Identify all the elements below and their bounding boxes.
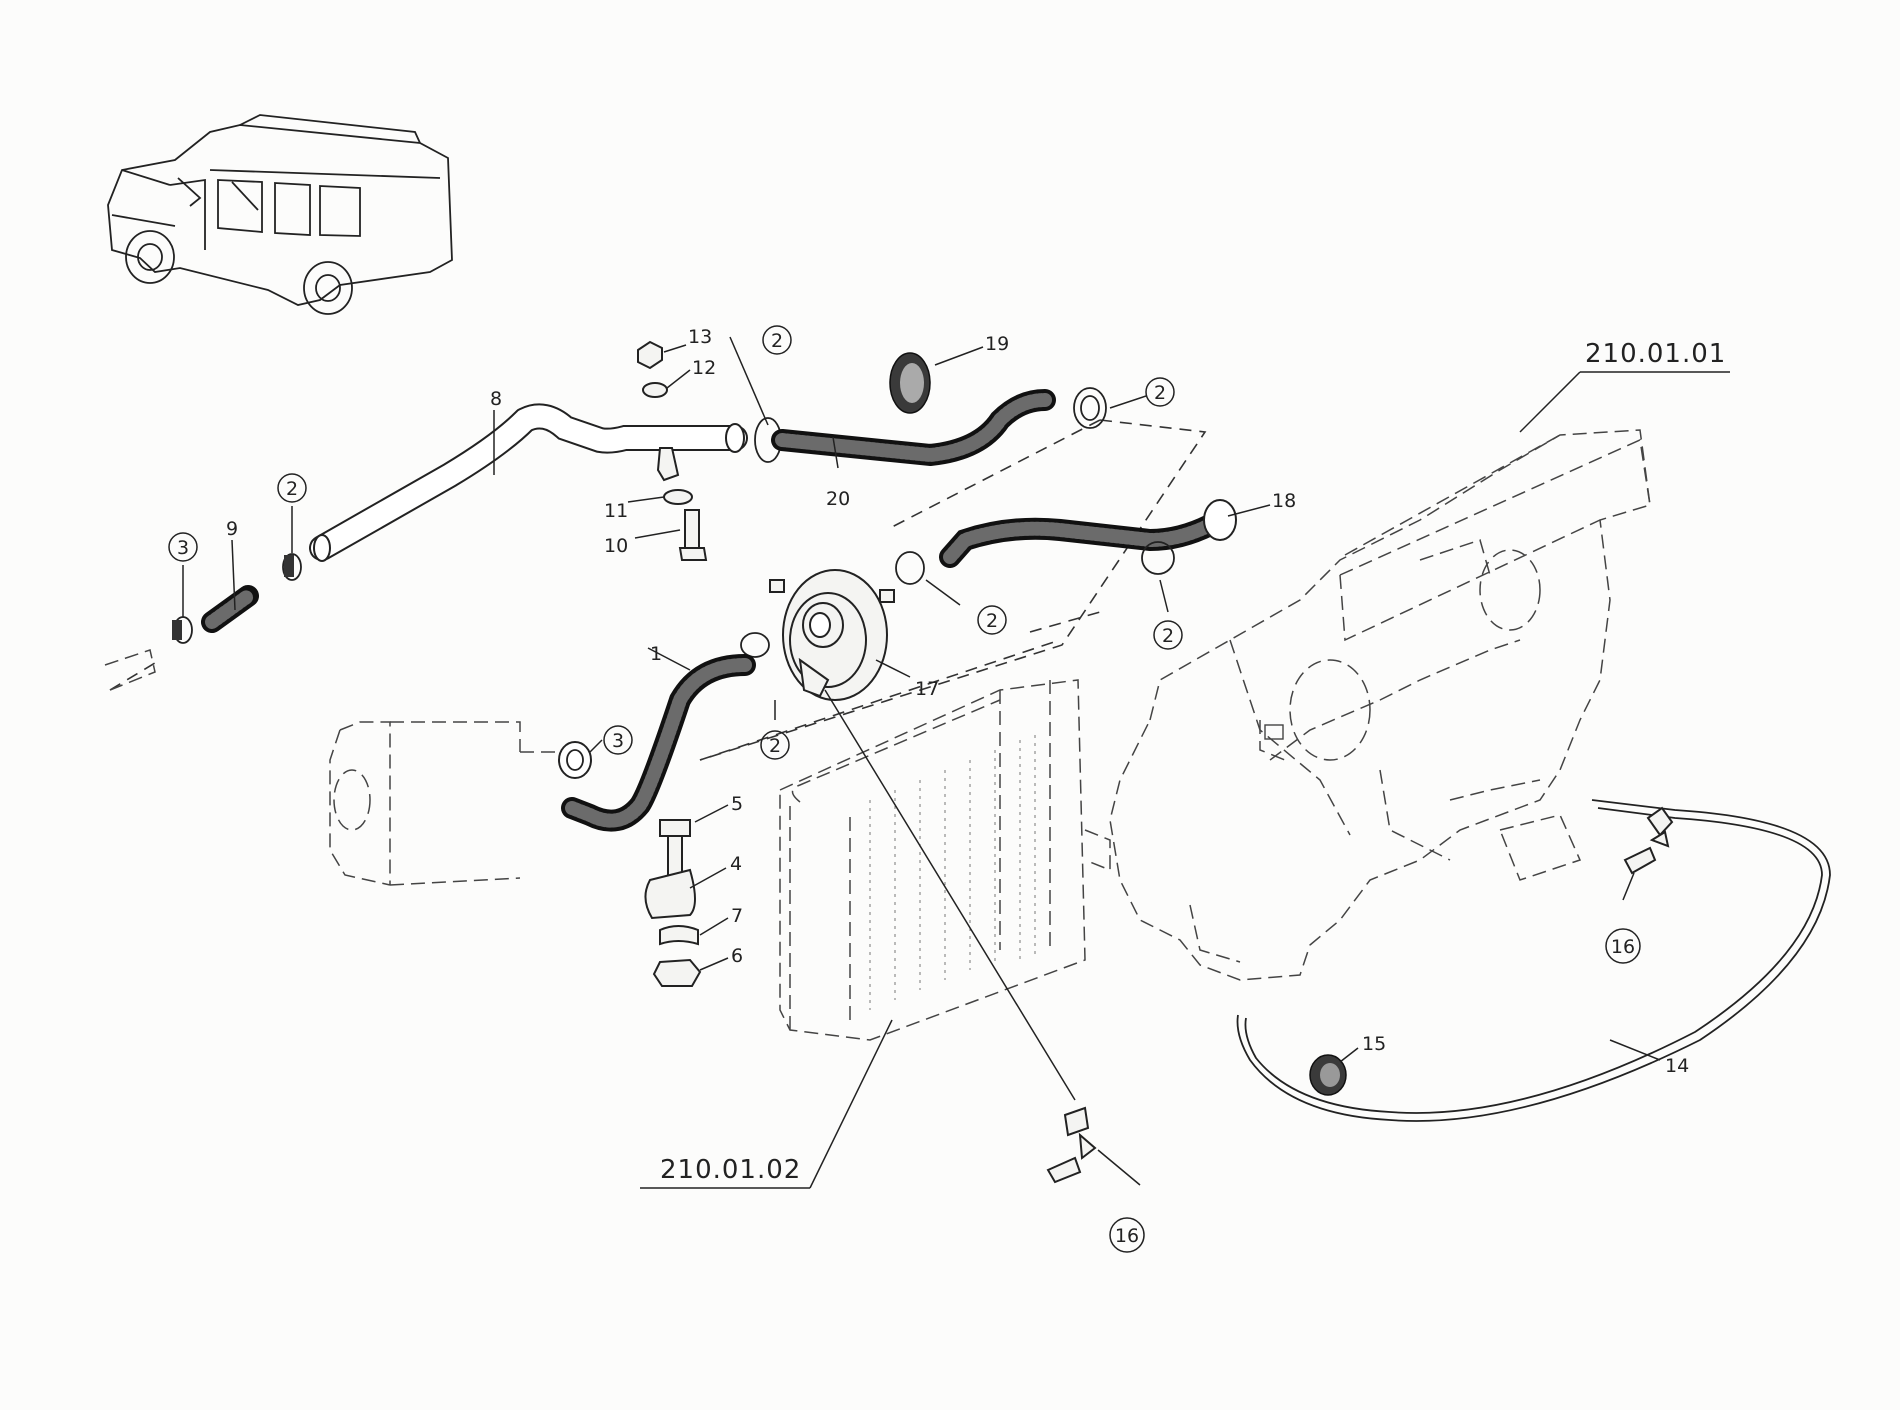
hardware-4-7 [644,819,702,987]
callout-3-hose1: 3 [612,730,624,752]
callout-6: 6 [731,945,743,967]
callout-9: 9 [226,518,238,540]
pipe-8 [309,403,748,562]
callout-16-bottom: 16 [1115,1225,1139,1247]
callout-2-hose18: 2 [1162,625,1174,647]
leader-lines [182,336,1730,1189]
thermostat-17 [769,569,895,701]
callout-19: 19 [985,333,1009,355]
hose-1 [558,632,770,832]
callout-labels: 1 4 5 6 7 8 9 10 11 12 13 14 15 17 18 19… [226,326,1689,1077]
callout-11: 11 [604,500,628,522]
hose-20 [754,387,1107,467]
callout-3-left: 3 [177,537,189,559]
circled-callouts [168,325,1641,1253]
callout-20: 20 [826,488,850,510]
clip-16-bottom [1046,1106,1097,1184]
callout-2-thermostat: 2 [986,610,998,632]
callout-8: 8 [490,388,502,410]
engine-outline [1109,429,1651,981]
assembly-guide-lines [109,419,1207,761]
reference-engine: 210.01.01 [1585,339,1726,369]
callout-15: 15 [1362,1033,1386,1055]
callout-5: 5 [731,793,743,815]
callout-16-right: 16 [1611,936,1635,958]
callout-2-left: 2 [286,478,298,500]
callout-17: 17 [915,678,939,700]
callout-7: 7 [731,905,743,927]
callout-12: 12 [692,357,716,379]
clip-16-right [1623,806,1674,875]
vehicle-thumbnail [107,114,453,315]
water-pump-outline [329,721,560,886]
callout-2-top: 2 [771,330,783,352]
callout-2-hose1: 2 [769,735,781,757]
callout-4: 4 [730,853,742,875]
hose-18 [895,499,1237,585]
reference-radiator: 210.01.02 [660,1155,801,1185]
grommet-15 [1309,1054,1347,1096]
callout-10: 10 [604,535,628,557]
circled-callout-text: 3 2 2 2 2 2 2 3 16 16 [177,330,1635,1247]
cable-14 [1236,799,1831,1122]
grommet-19 [889,352,931,414]
callout-18: 18 [1272,490,1296,512]
callout-14: 14 [1665,1055,1689,1077]
hose-9-assembly [104,553,302,691]
callout-2-right: 2 [1154,382,1166,404]
callout-1: 1 [650,643,662,665]
callout-13: 13 [688,326,712,348]
radiator-outline [779,679,1111,1041]
